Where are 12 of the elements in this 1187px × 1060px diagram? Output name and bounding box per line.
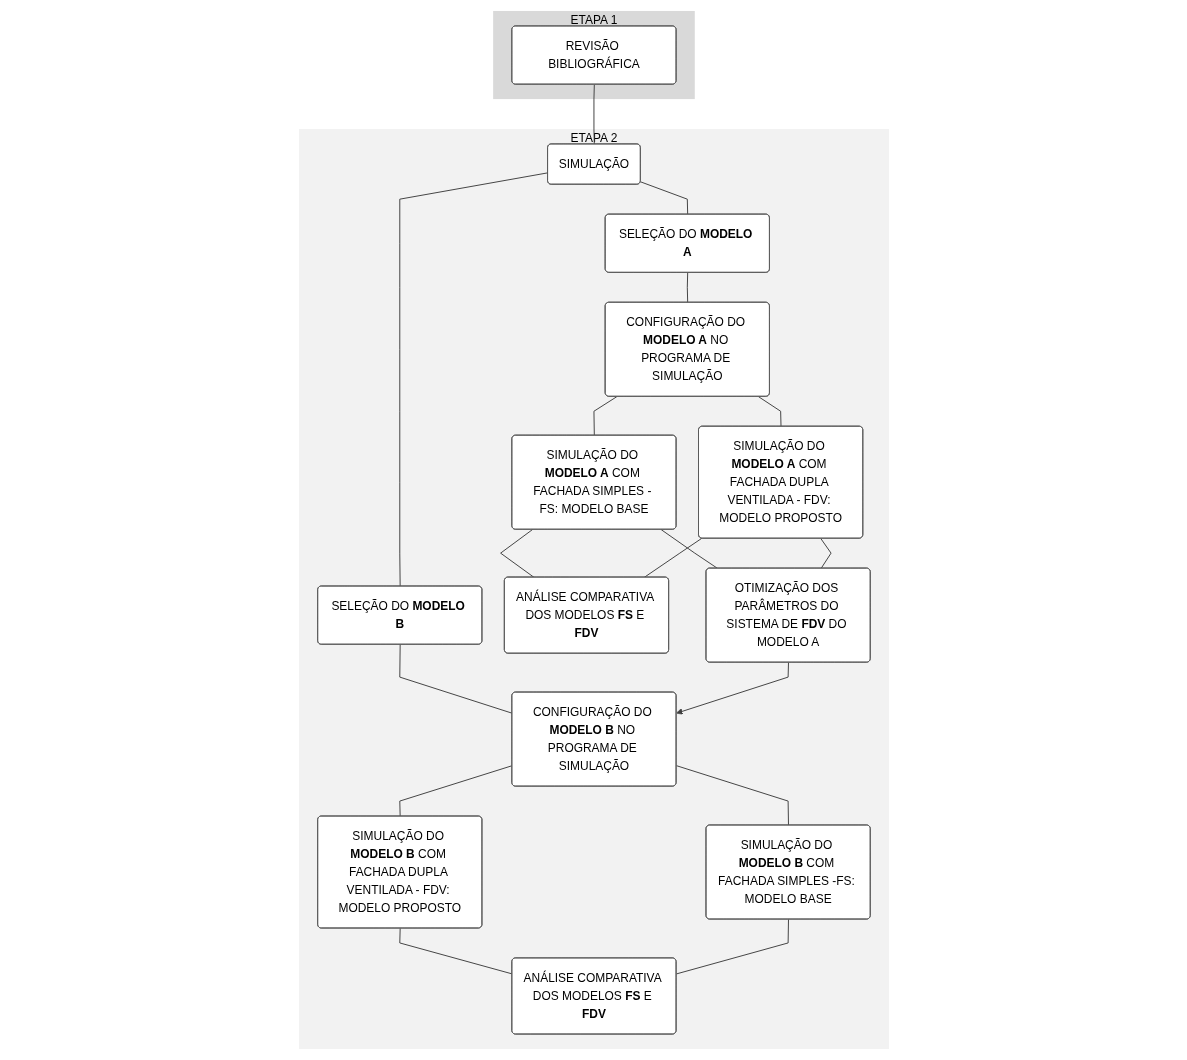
connector [398, 927, 513, 975]
connector [593, 84, 595, 145]
connector [398, 644, 513, 714]
connector [675, 765, 789, 826]
connector [639, 181, 688, 215]
connector [398, 765, 513, 817]
connector [686, 272, 688, 304]
connector [675, 918, 789, 975]
connector [660, 529, 718, 569]
connector [643, 537, 702, 578]
connector [757, 396, 782, 428]
connector [398, 172, 548, 587]
